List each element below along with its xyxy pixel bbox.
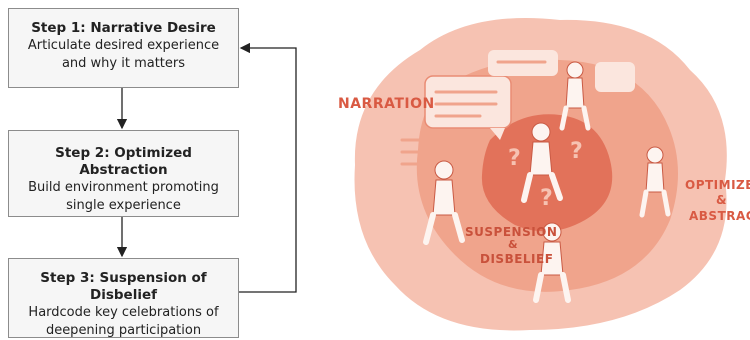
- flow-connectors: [116, 42, 297, 293]
- step-2-line-2: single experience: [66, 198, 181, 213]
- label-disbelief: DISBELIEF: [480, 252, 554, 266]
- figure-center: [521, 122, 563, 203]
- step-3-line-2: deepening participation: [45, 323, 202, 338]
- figure-left: [423, 160, 465, 245]
- question-mark-icon: ?: [570, 139, 583, 164]
- figure-bottom: [533, 222, 571, 303]
- label-narration: NARRATION: [338, 96, 435, 112]
- question-mark-icon: ?: [540, 186, 553, 211]
- label-amp-1: &: [508, 238, 519, 251]
- figure-right: [639, 146, 671, 218]
- label-abstract: ABSTRACT: [689, 209, 750, 223]
- illustration: ? ? ?: [354, 18, 727, 331]
- feedback-loop-arrow: [239, 42, 297, 293]
- step-2-box: Step 2: Optimized Abstraction Build envi…: [8, 130, 239, 217]
- step-1-line-1: Articulate desired experience: [27, 38, 220, 53]
- question-mark-icon: ?: [508, 146, 521, 171]
- speech-bubble-large: [424, 75, 512, 129]
- step-1-box: Step 1: Narrative Desire Articulate desi…: [8, 8, 239, 88]
- step-3-box: Step 3: Suspension of Disbelief Hardcode…: [8, 258, 239, 338]
- label-amp-2: &: [716, 193, 727, 207]
- step-3-line-1: Hardcode key celebrations of: [28, 305, 219, 320]
- label-suspension: SUSPENSION: [465, 225, 558, 239]
- step-2-line-1: Build environment promoting: [28, 180, 219, 195]
- step-1-line-2: and why it matters: [61, 56, 186, 71]
- figure-top: [559, 61, 591, 131]
- label-optimize: OPTIMIZE: [685, 178, 750, 192]
- step-1-title: Step 1: Narrative Desire: [31, 20, 216, 36]
- speech-bubble-right: [595, 62, 635, 92]
- step-2-title: Step 2: Optimized Abstraction: [55, 145, 192, 178]
- step-3-title: Step 3: Suspension of Disbelief: [40, 270, 207, 303]
